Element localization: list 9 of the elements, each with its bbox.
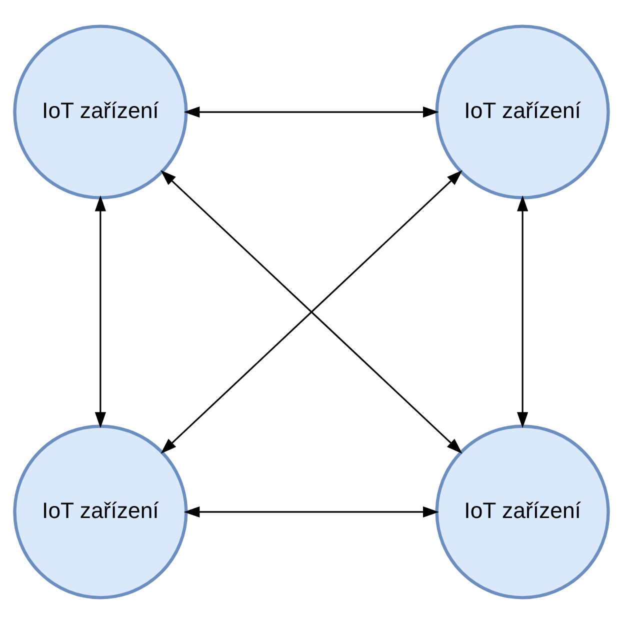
arrow xyxy=(160,170,462,454)
arrow xyxy=(184,506,439,518)
arrow xyxy=(517,195,528,428)
node-circle: IoT zařízení xyxy=(435,24,610,200)
node-circle: IoT zařízení xyxy=(13,424,188,600)
node-circle: IoT zařízení xyxy=(13,24,188,200)
arrow xyxy=(94,195,106,428)
node-circle: IoT zařízení xyxy=(435,424,610,600)
arrow xyxy=(184,106,439,118)
